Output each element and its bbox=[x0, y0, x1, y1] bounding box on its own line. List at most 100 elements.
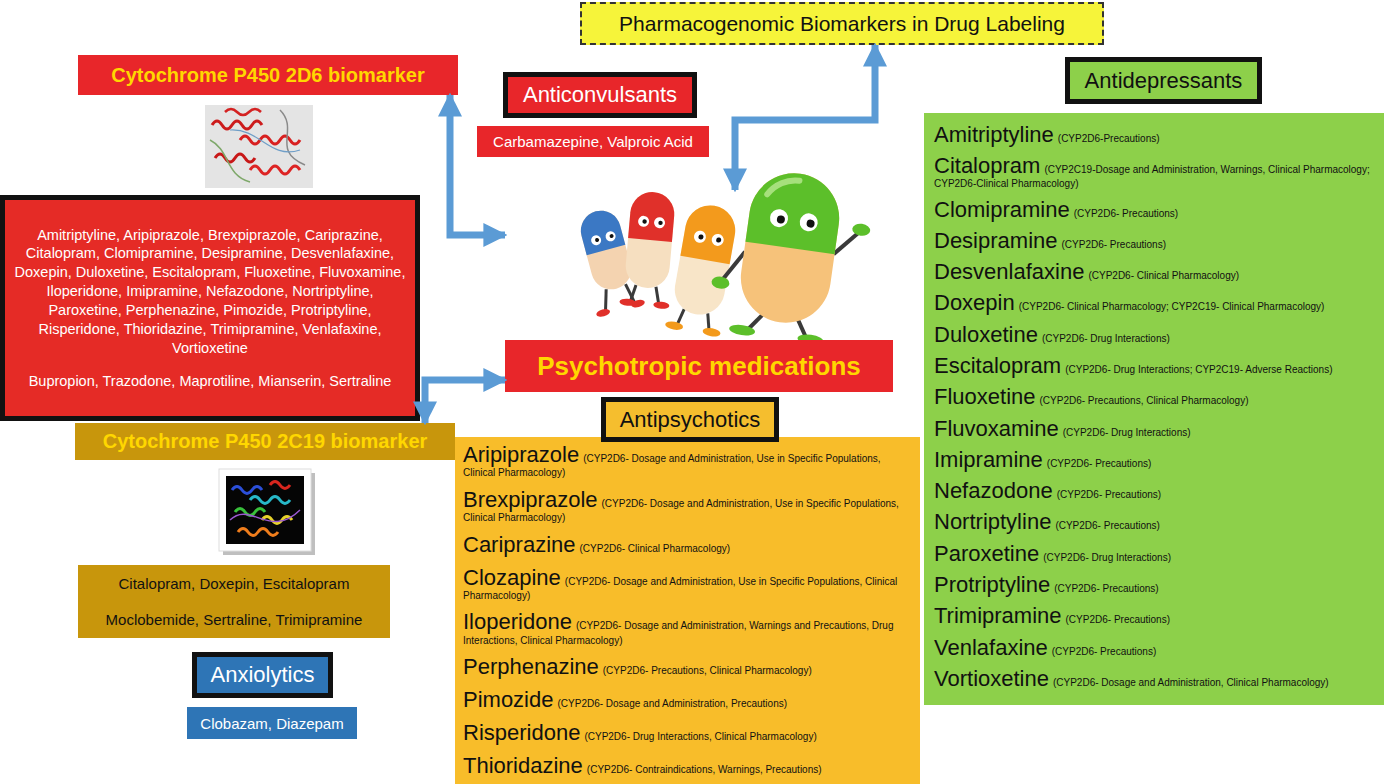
drug-box: Clobazam, Diazepam bbox=[187, 707, 357, 739]
label-section-note: (CYP2D6- Precautions) bbox=[1074, 208, 1178, 219]
protein-2c19-image bbox=[250, 497, 290, 504]
drug-entry: Amitriptyline(CYP2D6-Precautions) bbox=[934, 123, 1372, 147]
drug-name: Imipramine bbox=[934, 447, 1043, 472]
node-text: Antipsychotics bbox=[620, 407, 761, 433]
drug-name: Nefazodone bbox=[934, 478, 1053, 503]
drug-entry: Perphenazine(CYP2D6- Precautions, Clinic… bbox=[463, 655, 912, 679]
drug-name: Fluvoxamine bbox=[934, 416, 1059, 441]
label-section-note: (CYP2D6- Precautions) bbox=[1055, 520, 1159, 531]
node-text: Bupropion, Trazodone, Maprotiline, Mians… bbox=[29, 372, 392, 391]
drug-entry: Iloperidone(CYP2D6- Dosage and Administr… bbox=[463, 610, 912, 646]
protein-2d6-image bbox=[205, 105, 313, 188]
pill-characters bbox=[600, 289, 611, 310]
pill-characters bbox=[665, 320, 684, 331]
protein-2d6-image bbox=[280, 110, 305, 165]
node-text: Clobazam, Diazepam bbox=[200, 715, 343, 732]
label-section-note: (CYP2D6- Precautions) bbox=[1054, 583, 1158, 594]
drug-entry: Thioridazine(CYP2D6- Contraindications, … bbox=[463, 754, 912, 778]
pill-characters bbox=[716, 237, 722, 243]
category-label: Antidepressants bbox=[1065, 57, 1262, 104]
drug-panel: Amitriptyline(CYP2D6-Precautions) Citalop… bbox=[924, 113, 1384, 705]
pill-characters bbox=[596, 308, 611, 318]
pill-characters bbox=[705, 313, 712, 329]
pill-characters bbox=[576, 206, 635, 294]
node-text: Moclobemide, Sertraline, Trimipramine bbox=[106, 611, 363, 628]
label-section-note: (CYP2D6- Dosage and Administration, Prec… bbox=[557, 698, 787, 709]
drug-entry: Clomipramine(CYP2D6- Precautions) bbox=[934, 198, 1372, 222]
drug-entry: Nefazodone (CYP2D6- Precautions) bbox=[934, 479, 1372, 503]
protein-2d6-image bbox=[230, 130, 300, 152]
pill-characters bbox=[658, 220, 663, 225]
pill-characters bbox=[735, 167, 845, 328]
drug-name: Cariprazine bbox=[463, 532, 576, 557]
biomarker-title: Cytochrome P450 2C19 biomarker bbox=[75, 423, 455, 460]
drug-name: Iloperidone bbox=[463, 609, 572, 634]
pill-characters bbox=[631, 285, 636, 301]
label-section-note: (CYP2D6- Precautions) bbox=[1057, 489, 1161, 500]
drug-entry: Escitalopram (CYP2D6- Drug Interactions; … bbox=[934, 354, 1372, 378]
protein-2c19-image bbox=[270, 482, 290, 489]
drug-entry: Citalopram(CYP2C19-Dosage and Administra… bbox=[934, 154, 1372, 190]
node-text: Anticonvulsants bbox=[523, 82, 677, 108]
drug-name: Trimipramine bbox=[934, 603, 1062, 628]
drug-entry: Pimozide(CYP2D6- Dosage and Administrati… bbox=[463, 688, 912, 712]
drug-name: Escitalopram bbox=[934, 353, 1061, 378]
pill-characters bbox=[680, 201, 739, 264]
node-text: Citalopram, Doxepin, Escitalopram bbox=[119, 575, 350, 592]
label-section-note: (CYP2D6- Precautions) bbox=[1047, 458, 1151, 469]
drug-name: Perphenazine bbox=[463, 654, 599, 679]
drug-name: Aripiprazole bbox=[463, 442, 579, 467]
drug-name: Protriptyline bbox=[934, 572, 1050, 597]
drug-entry: Doxepin (CYP2D6- Clinical Pharmacology; C… bbox=[934, 291, 1372, 315]
drug-name: Citalopram bbox=[934, 153, 1040, 178]
label-section-note: (CYP2D6- Clinical Pharmacology) bbox=[580, 543, 731, 554]
protein-2d6-image bbox=[215, 154, 255, 162]
pill-characters bbox=[654, 217, 666, 229]
label-section-note: (CYP2D6- Precautions) bbox=[1066, 614, 1170, 625]
protein-2d6-image bbox=[250, 166, 300, 174]
pill-characters bbox=[711, 233, 725, 247]
pill-characters bbox=[576, 206, 625, 255]
drug-entry: Clozapine(CYP2D6- Dosage and Administrat… bbox=[463, 566, 912, 602]
drug-entry: Vortioxetine(CYP2D6- Dosage and Administ… bbox=[934, 667, 1372, 691]
pill-characters bbox=[609, 234, 614, 239]
drug-entry: Risperidone(CYP2D6- Drug Interactions, C… bbox=[463, 721, 912, 745]
drug-name: Duloxetine bbox=[934, 322, 1038, 347]
node-text: Cytochrome P450 2C19 biomarker bbox=[103, 430, 428, 453]
label-section-note: (CYP2D6- Drug Interactions; CYP2C19- Adv… bbox=[1065, 364, 1332, 375]
central-label: Psychotropic medications bbox=[505, 190, 893, 392]
drug-name: Nortriptyline bbox=[934, 509, 1051, 534]
pill-characters bbox=[571, 164, 877, 351]
drug-entry: Paroxetine(CYP2D6- Drug Interactions) bbox=[934, 542, 1372, 566]
node-text: Anxiolytics bbox=[211, 662, 315, 688]
node-text: Amitriptyline, Aripiprazole, Brexpiprazo… bbox=[13, 226, 407, 358]
drug-box: Citalopram, Doxepin, EscitalopramMoclobe… bbox=[78, 565, 390, 638]
pill-characters bbox=[653, 301, 670, 309]
pill-characters bbox=[776, 215, 785, 224]
pill-characters bbox=[806, 219, 815, 228]
drug-name: Vortioxetine bbox=[934, 666, 1049, 691]
node-text: Antidepressants bbox=[1085, 68, 1243, 94]
heading-box: Pharmacogenomic Biomarkers in Drug Label… bbox=[580, 2, 1104, 45]
protein-2c19-image bbox=[232, 487, 262, 494]
pill-characters bbox=[799, 212, 819, 232]
label-section-note: (CYP2D6- Clinical Pharmacology; CYP2C19-… bbox=[1019, 301, 1325, 312]
drug-name: Doxepin bbox=[934, 290, 1015, 315]
pill-characters bbox=[638, 215, 650, 227]
drug-entry: Venlafaxine(CYP2D6- Precautions) bbox=[934, 636, 1372, 660]
pill-characters bbox=[745, 167, 845, 254]
protein-2c19-image bbox=[226, 476, 304, 544]
drug-entry: Imipramine (CYP2D6- Precautions) bbox=[934, 448, 1372, 472]
pill-characters bbox=[595, 238, 600, 243]
pill-characters bbox=[628, 190, 676, 242]
protein-2c19-image bbox=[230, 510, 300, 522]
drug-entry: Nortriptyline (CYP2D6- Precautions) bbox=[934, 510, 1372, 534]
drug-entry: Desvenlafaxine(CYP2D6- Clinical Pharmaco… bbox=[934, 260, 1372, 284]
pill-characters bbox=[677, 308, 684, 324]
drug-entry: Fluvoxamine(CYP2D6- Drug Interactions) bbox=[934, 417, 1372, 441]
protein-2c19-image bbox=[219, 469, 315, 555]
pill-characters bbox=[619, 190, 679, 309]
node-text: Psychotropic medications bbox=[505, 340, 893, 392]
pill-characters bbox=[851, 223, 870, 237]
label-section-note: (CYP2D6- Precautions, Clinical Pharmacol… bbox=[1040, 395, 1249, 406]
